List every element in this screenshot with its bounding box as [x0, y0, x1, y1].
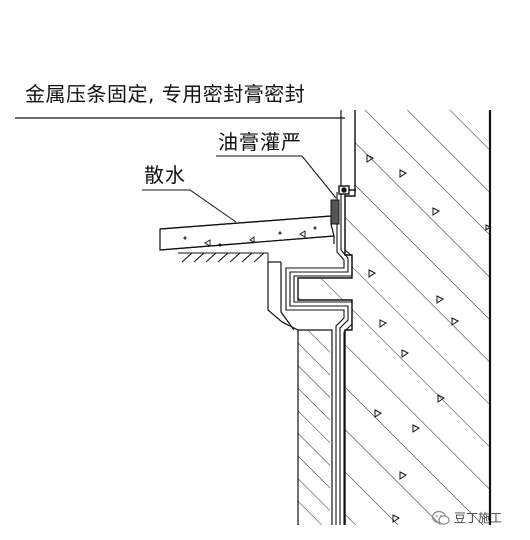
- watermark-text: 豆丁施工: [454, 511, 503, 525]
- watermark: 豆丁施工: [432, 509, 502, 526]
- wechat-icon: [432, 510, 450, 525]
- grease-fill-label: 油膏灌严: [218, 130, 302, 154]
- leader-lines: [142, 155, 337, 223]
- protection-layer: [267, 261, 333, 525]
- metal-strip-label: 金属压条固定, 专用密封膏密封: [25, 82, 306, 106]
- grease-leader-line: [216, 155, 337, 199]
- apron-leader-line: [142, 189, 237, 223]
- aggregate-marks: [366, 154, 491, 523]
- apron-label: 散水: [144, 163, 186, 187]
- wall-outer-edge: [297, 110, 356, 525]
- metal-strip-fixing: [338, 185, 356, 195]
- grease-sealant-joint: [330, 199, 340, 225]
- waterproof-membrane: [285, 192, 353, 525]
- ground-fill-symbol: [178, 252, 269, 263]
- apron-slab: [159, 215, 335, 251]
